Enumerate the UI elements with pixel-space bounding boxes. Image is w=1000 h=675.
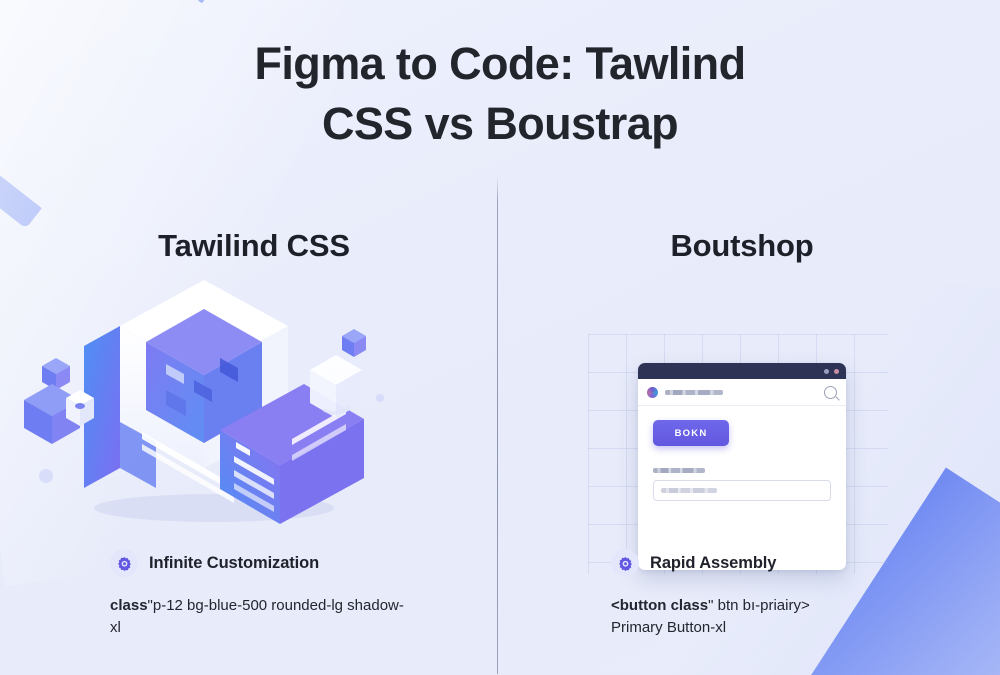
browser-window-mockup: BOKN bbox=[638, 363, 846, 570]
browser-nav-title bbox=[665, 389, 723, 395]
page-title-line-2: CSS vs Boustrap bbox=[321, 97, 679, 149]
mock-text-input[interactable] bbox=[653, 480, 831, 501]
left-feature-header: Infinite Customization bbox=[110, 548, 510, 578]
page-title: Figma to Code: Tawlind CSS vs Boustrap bbox=[0, 34, 1000, 154]
mock-primary-button[interactable]: BOKN bbox=[653, 420, 729, 446]
left-column: Tawilind CSS bbox=[24, 228, 484, 530]
right-column-illustration-area: BOKN bbox=[512, 280, 972, 574]
isometric-illustration bbox=[24, 280, 484, 530]
right-feature-code-snippet: <button class" btn bı-priairy> Primary B… bbox=[611, 595, 911, 639]
column-divider bbox=[497, 176, 498, 674]
left-column-illustration-area bbox=[24, 280, 484, 530]
right-feature-block: Rapid Assembly <button class" btn bı-pri… bbox=[611, 548, 1000, 639]
right-column: Boutshop BOKN bbox=[512, 228, 972, 574]
mock-field-label bbox=[653, 468, 705, 473]
gear-icon-glyph bbox=[618, 556, 632, 571]
browser-content-area: BOKN bbox=[638, 406, 846, 501]
window-control-dot-close[interactable] bbox=[834, 368, 839, 374]
brand-logo-icon bbox=[647, 386, 658, 398]
window-control-dot-minimize[interactable] bbox=[824, 368, 829, 374]
mock-input-placeholder bbox=[661, 488, 717, 493]
right-feature-code-line-2: Primary Button-xl bbox=[611, 619, 727, 637]
right-feature-code-bold: <button class bbox=[611, 597, 709, 614]
browser-nav-bar bbox=[638, 379, 846, 406]
isometric-monitor-card-svg bbox=[24, 280, 384, 524]
left-feature-code-bold: class bbox=[110, 597, 148, 614]
left-feature-code-rest: "p-12 bg-blue-500 rounded-lg shadow-xl bbox=[110, 597, 404, 637]
right-feature-code-rest: " btn bı-priairy> bbox=[708, 597, 810, 614]
left-feature-block: Infinite Customization class"p-12 bg-blu… bbox=[110, 548, 510, 639]
left-feature-code-snippet: class"p-12 bg-blue-500 rounded-lg shadow… bbox=[110, 595, 410, 639]
left-column-heading: Tawilind CSS bbox=[158, 228, 350, 263]
search-icon[interactable] bbox=[824, 385, 837, 399]
left-feature-label: Infinite Customization bbox=[149, 553, 320, 572]
gear-icon bbox=[611, 549, 639, 577]
right-feature-label: Rapid Assembly bbox=[650, 553, 777, 572]
browser-title-bar bbox=[638, 363, 846, 379]
right-column-heading: Boutshop bbox=[670, 228, 814, 263]
right-feature-header: Rapid Assembly bbox=[611, 548, 1000, 578]
gear-icon-glyph bbox=[117, 556, 131, 571]
gear-icon bbox=[110, 549, 138, 577]
page-title-line-1: Figma to Code: Tawlind bbox=[254, 38, 747, 90]
